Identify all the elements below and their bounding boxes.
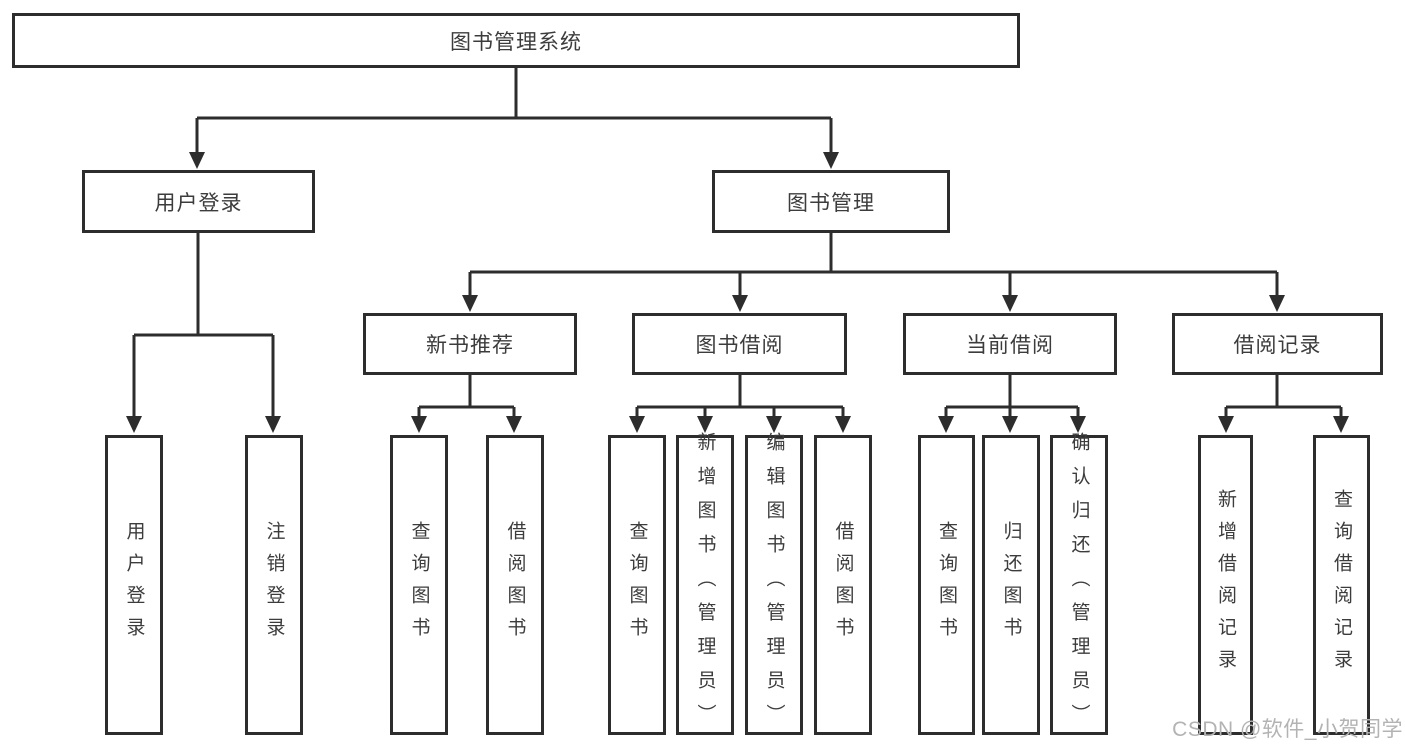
node-new-book-recommend-label: 新书推荐	[426, 334, 514, 357]
connector-borrow-record-to-leaves	[1224, 375, 1343, 418]
leaf-borrow-books-1: 借阅图书	[486, 435, 544, 735]
node-borrowing-records-label: 借阅记录	[1233, 334, 1322, 357]
leaf-confirm-return-admin: 确认归还（管理员）	[1050, 432, 1108, 738]
arrowheads-book-borrow-leaves	[629, 416, 851, 433]
leaf-add-book-admin: 新增图书（管理员）	[676, 432, 734, 738]
node-user-login: 用户登录	[82, 170, 315, 233]
arrowheads-level2	[462, 295, 1285, 312]
connector-book-borrow-to-leaves	[635, 375, 845, 418]
leaf-query-books-1-label: 查询图书	[408, 521, 430, 649]
leaf-borrow-books-2: 借阅图书	[814, 435, 872, 735]
leaf-edit-book-admin: 编辑图书（管理员）	[745, 432, 803, 738]
arrowheads-borrow-record-leaves	[1218, 416, 1349, 433]
leaf-return-books: 归还图书	[982, 435, 1040, 735]
leaf-add-book-admin-label: 新增图书（管理员）	[694, 432, 716, 738]
connector-root-to-level1	[195, 68, 833, 154]
node-current-borrowing: 当前借阅	[903, 313, 1117, 375]
node-book-borrowing-label: 图书借阅	[695, 334, 784, 357]
leaf-add-borrow-record-label: 新增借阅记录	[1215, 489, 1236, 681]
leaf-return-books-label: 归还图书	[1000, 521, 1022, 649]
leaf-query-books-3: 查询图书	[918, 435, 975, 735]
csdn-watermark: CSDN @软件_小贺同学	[1172, 718, 1403, 741]
node-root-system: 图书管理系统	[12, 13, 1020, 68]
connector-book-mgmt-to-level2	[468, 233, 1279, 297]
leaf-add-borrow-record: 新增借阅记录	[1198, 435, 1253, 735]
leaf-query-books-3-label: 查询图书	[936, 521, 957, 649]
connector-current-borrow-to-leaves	[944, 375, 1080, 418]
leaf-user-login: 用户登录	[105, 435, 163, 735]
leaf-borrow-books-1-label: 借阅图书	[504, 521, 526, 649]
node-book-management-label: 图书管理	[787, 191, 875, 215]
leaf-query-books-2-label: 查询图书	[626, 521, 648, 649]
leaf-query-books-2: 查询图书	[608, 435, 666, 735]
leaf-logout-label: 注销登录	[263, 521, 285, 649]
node-book-borrowing: 图书借阅	[632, 313, 847, 375]
leaf-borrow-books-2-label: 借阅图书	[832, 521, 854, 649]
leaf-edit-book-admin-label: 编辑图书（管理员）	[763, 432, 785, 738]
leaf-query-borrow-record-label: 查询借阅记录	[1331, 489, 1352, 681]
node-new-book-recommend: 新书推荐	[363, 313, 577, 375]
node-root-system-label: 图书管理系统	[450, 30, 582, 54]
connector-new-book-rec-to-leaves	[417, 375, 516, 418]
leaf-logout: 注销登录	[245, 435, 303, 735]
node-current-borrowing-label: 当前借阅	[966, 334, 1054, 357]
leaf-query-borrow-record: 查询借阅记录	[1313, 435, 1370, 735]
leaf-query-books-1: 查询图书	[390, 435, 448, 735]
arrowheads-current-borrow-leaves	[938, 416, 1086, 433]
node-user-login-label: 用户登录	[154, 191, 243, 215]
connector-user-login-to-leaves	[132, 233, 275, 418]
node-borrowing-records: 借阅记录	[1172, 313, 1383, 375]
leaf-confirm-return-admin-label: 确认归还（管理员）	[1068, 432, 1090, 738]
node-book-management: 图书管理	[712, 170, 950, 233]
arrowheads-new-book-rec-leaves	[411, 416, 522, 433]
leaf-user-login-label: 用户登录	[123, 521, 145, 649]
arrowheads-user-login-leaves	[126, 416, 281, 433]
arrowheads-level1	[189, 152, 839, 169]
